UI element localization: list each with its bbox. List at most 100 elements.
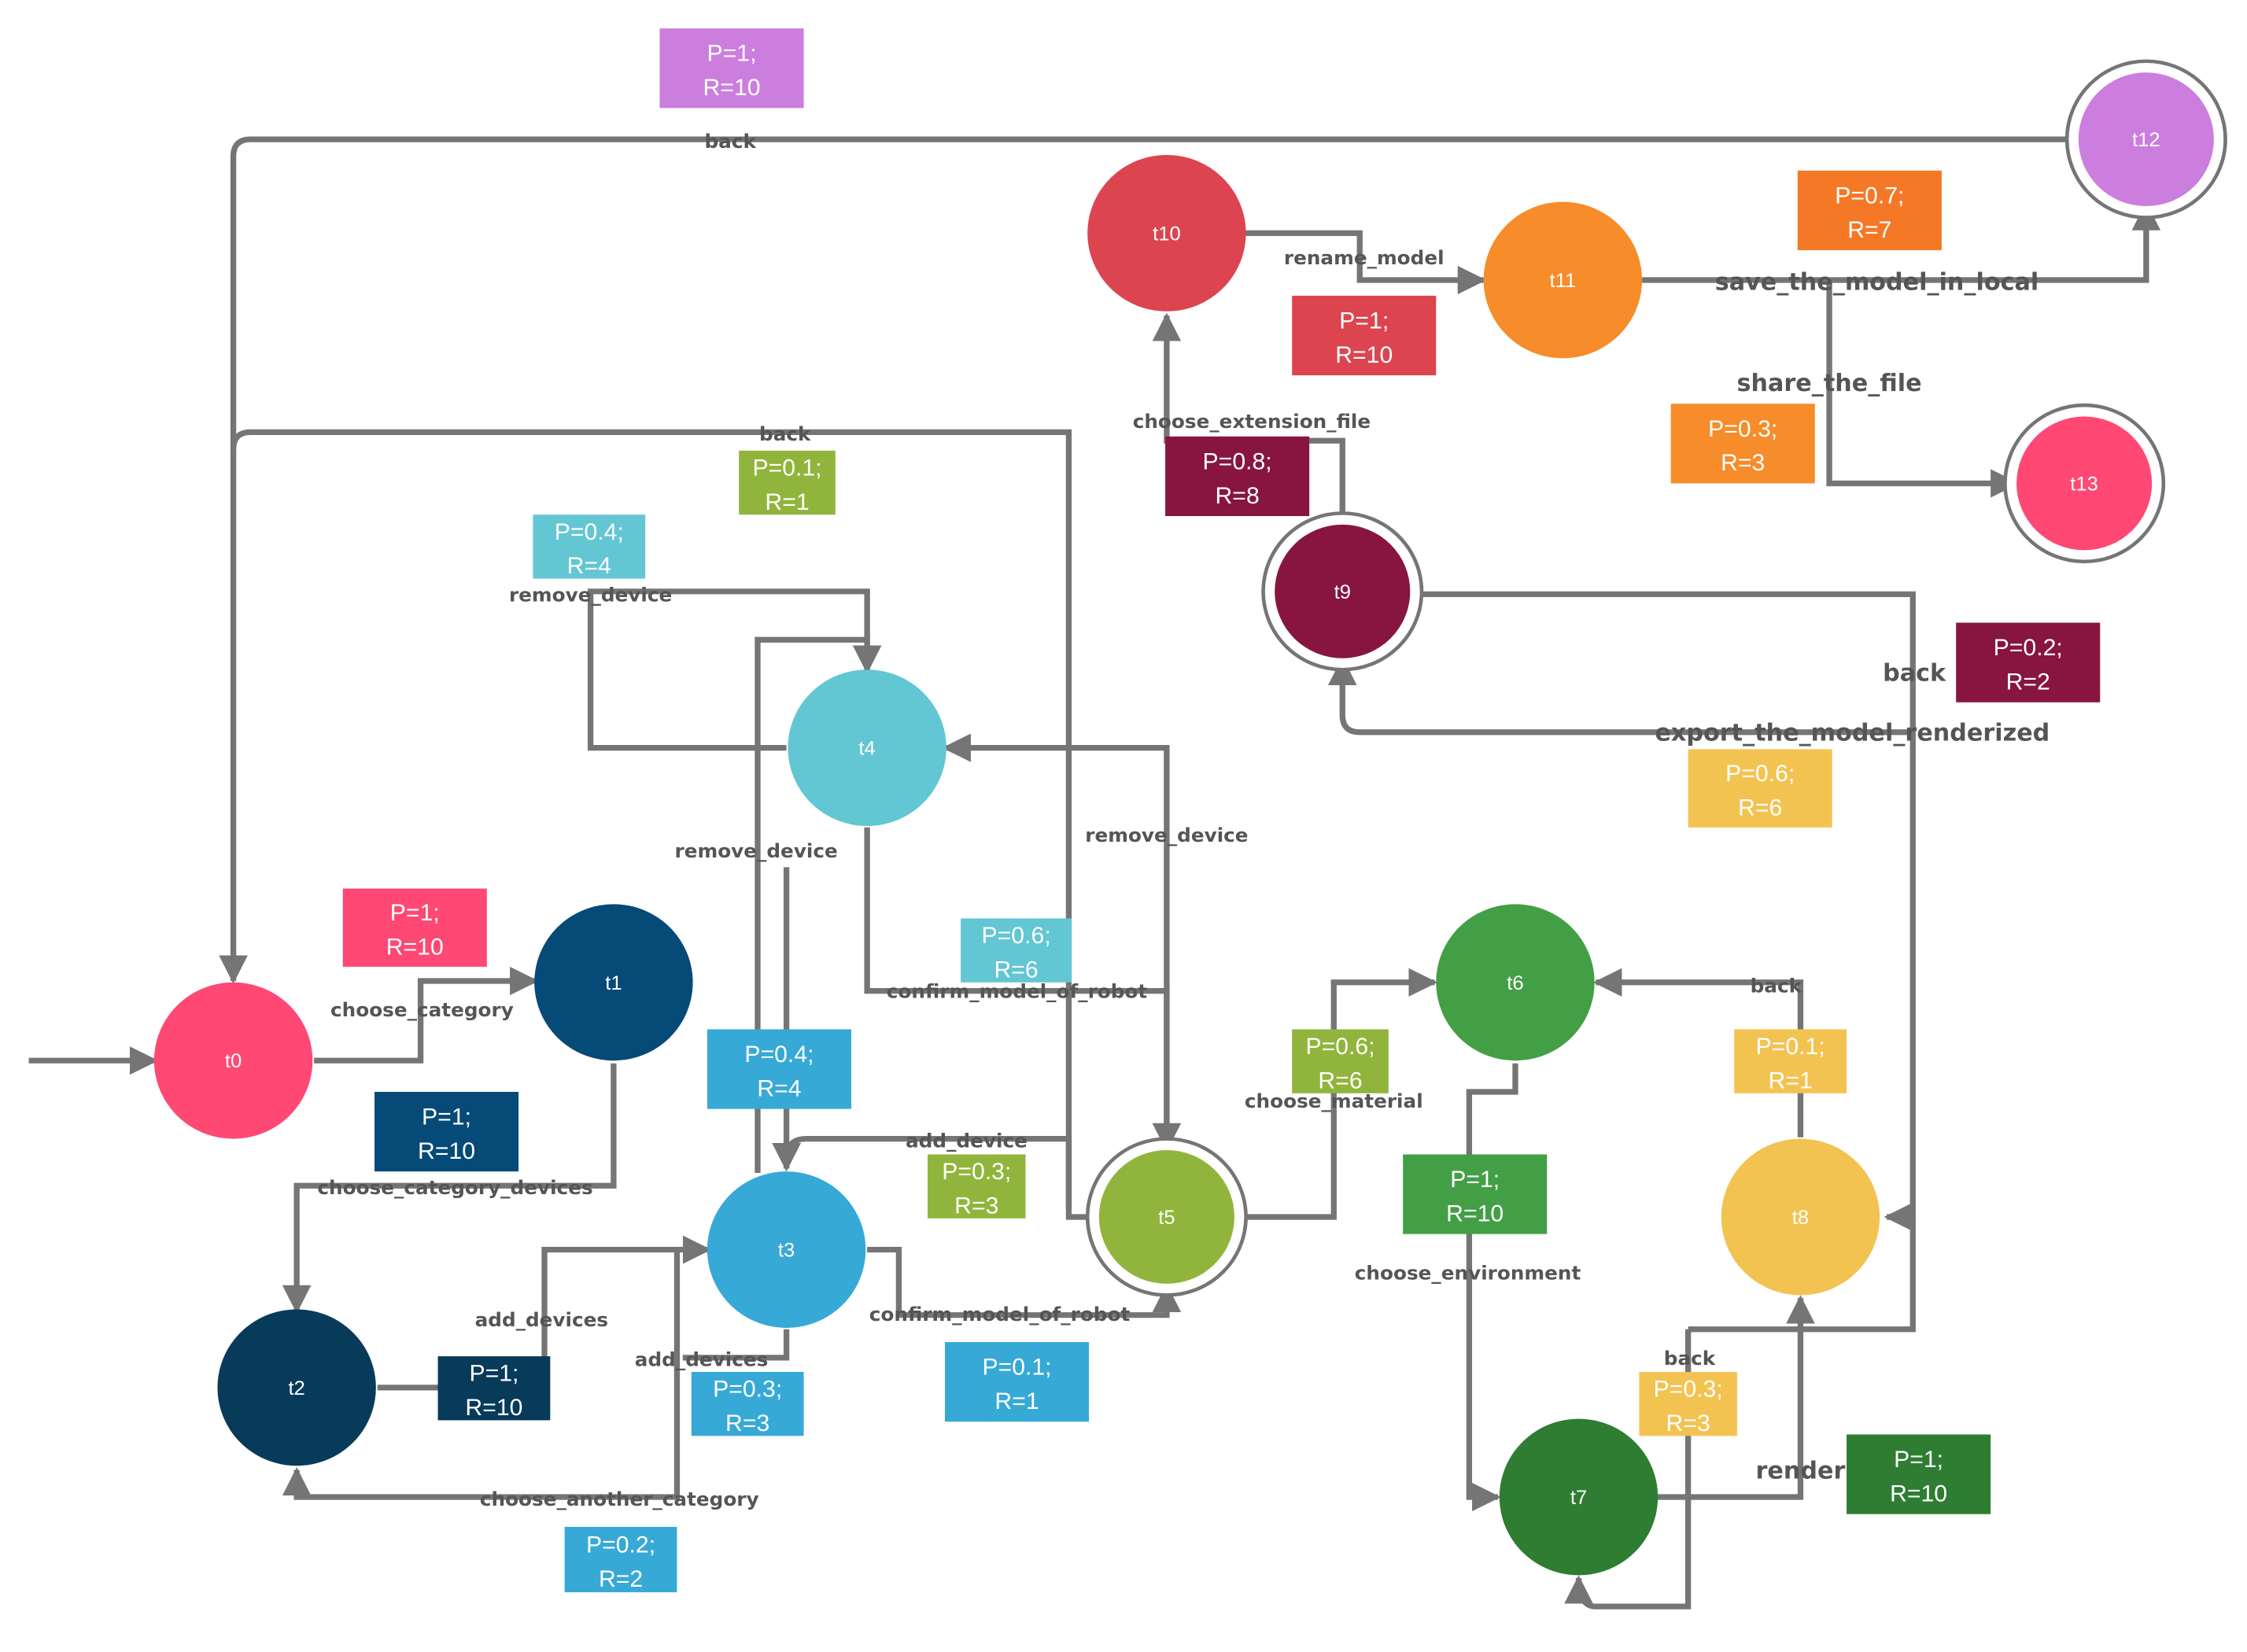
state-circle (2016, 416, 2153, 551)
badge-reward: R=4 (757, 1076, 801, 1102)
state-label: t6 (1507, 972, 1523, 994)
state-node-t3: t3 (707, 1171, 866, 1328)
state-node-t12: t12 (2064, 59, 2227, 219)
edge-label-add-device: add_device (906, 1130, 1028, 1152)
badge-probability: P=0.4; (744, 1042, 814, 1068)
state-circle (2078, 72, 2214, 207)
badge-box (707, 1029, 851, 1109)
state-node-t0: t0 (153, 982, 313, 1139)
badge-remove-top: P=0.4;R=4 (533, 514, 646, 579)
badge-reward: R=7 (1847, 217, 1891, 243)
badge-save: P=0.7; R=7 (1797, 170, 1942, 251)
edge-render (1656, 1295, 1815, 1500)
state-circle (707, 1171, 866, 1328)
state-label: t2 (288, 1377, 304, 1399)
badge-add-devices-2: P=0.3;R=3 (691, 1371, 804, 1436)
badge-box (533, 514, 646, 579)
badge-category-devices: P=1;R=10 (374, 1091, 519, 1172)
state-circle (1721, 1138, 1880, 1296)
state-node-t8: t8 (1721, 1138, 1880, 1296)
badge-render: P=1;R=10 (1847, 1434, 1991, 1514)
badge-t5-back: P=0.1;R=1 (739, 450, 836, 515)
state-label: t10 (1153, 223, 1181, 245)
badge-probability: P=0.1; (1756, 1034, 1825, 1060)
badge-box (961, 918, 1072, 983)
edge-t7-back (1564, 1329, 1692, 1610)
badge-probability: P=0.2; (586, 1532, 655, 1558)
badge-reward: R=6 (1738, 795, 1782, 821)
edge-label-back-t9: back (1883, 660, 1946, 688)
badge-probability: P=1; (1339, 308, 1389, 334)
state-label: t0 (225, 1050, 242, 1072)
badge-box (437, 1356, 551, 1421)
edge-export (1327, 656, 1913, 736)
badge-reward: R=10 (465, 1395, 522, 1421)
edge-label-add-devices-2: add_devices (635, 1348, 769, 1371)
state-circle (217, 1309, 376, 1466)
badge-probability: P=0.7; (1835, 183, 1904, 209)
state-label: t5 (1158, 1207, 1175, 1229)
badge-probability: P=0.4; (555, 519, 624, 545)
badge-reward: R=1 (994, 1388, 1039, 1414)
badge-reward: R=1 (765, 489, 809, 515)
badge-reward: R=3 (1721, 450, 1765, 476)
badge-probability: P=0.6; (1305, 1034, 1374, 1060)
edge-label-render: render (1756, 1458, 1846, 1485)
state-circle (1436, 904, 1595, 1061)
badge-box (1292, 1029, 1389, 1093)
badge-box (1734, 1029, 1847, 1093)
badge-material: P=0.6;R=6 (1292, 1029, 1389, 1093)
edge-label-remove-device-top: remove_device (509, 584, 672, 607)
state-label: t8 (1792, 1207, 1809, 1229)
badge-another-category: P=0.2;R=2 (564, 1526, 677, 1593)
state-label: t7 (1570, 1487, 1587, 1509)
badge-probability: P=1; (469, 1361, 518, 1387)
state-label: t13 (2070, 474, 2098, 496)
badge-box (1847, 1434, 1991, 1514)
edge-choose-environment (1466, 1063, 1518, 1512)
badge-t9-back: P=0.2;R=2 (1956, 622, 2101, 702)
badge-reward: R=8 (1216, 483, 1260, 509)
badge-probability: P=0.3; (942, 1159, 1011, 1185)
badge-reward: R=10 (1335, 342, 1393, 368)
badge-probability: P=0.3; (1654, 1377, 1723, 1403)
badge-box (564, 1526, 677, 1593)
badge-extension: P=0.8;R=8 (1165, 436, 1310, 517)
state-node-t1: t1 (534, 904, 693, 1061)
badge-export: P=0.6;R=6 (1688, 749, 1832, 828)
edge-t3-t4 (755, 636, 870, 1173)
badge-choose-category: P=1;R=10 (342, 888, 487, 967)
state-node-t13: t13 (2003, 403, 2166, 564)
edge-label-share: share_the_file (1737, 370, 1922, 397)
edge-rename (1244, 230, 1487, 295)
edge-t4-remove-top (587, 588, 882, 751)
badge-reward: R=10 (1446, 1201, 1504, 1227)
badge-reward: R=6 (994, 957, 1038, 983)
edge-share (1826, 280, 2020, 498)
state-node-t11: t11 (1483, 201, 1643, 359)
state-node-t7: t7 (1499, 1418, 1658, 1576)
badge-share: P=0.3;R=3 (1670, 404, 1815, 484)
badge-box (342, 888, 487, 967)
state-node-t9: t9 (1261, 511, 1424, 672)
edges (28, 136, 2161, 1610)
badge-box (691, 1371, 804, 1436)
edge-label-back-t6: back (1751, 975, 1802, 997)
badge-box (1956, 622, 2101, 702)
badge-box (1670, 404, 1815, 484)
badges: P=1;R=10P=0.1;R=1P=0.4;R=4P=1;R=10P=1;R=… (342, 28, 2101, 1593)
edge-labels: back back remove_device remove_device re… (317, 130, 2050, 1510)
state-node-t6: t6 (1436, 904, 1595, 1061)
edge-t5-t4 (942, 733, 1170, 1149)
state-label: t12 (2132, 129, 2160, 151)
state-circle (1098, 1150, 1234, 1284)
edge-label-export: export_the_model_renderized (1655, 720, 2050, 747)
badge-confirm-top: P=0.6;R=6 (961, 918, 1072, 983)
badge-probability: P=0.1; (982, 1355, 1051, 1381)
edge-label-rename: rename_model (1284, 246, 1444, 269)
state-circle (1275, 524, 1411, 658)
edge-t5-back (230, 429, 1099, 1220)
badge-reward: R=1 (1769, 1068, 1813, 1094)
edge-label-back-t7: back (1664, 1347, 1716, 1370)
